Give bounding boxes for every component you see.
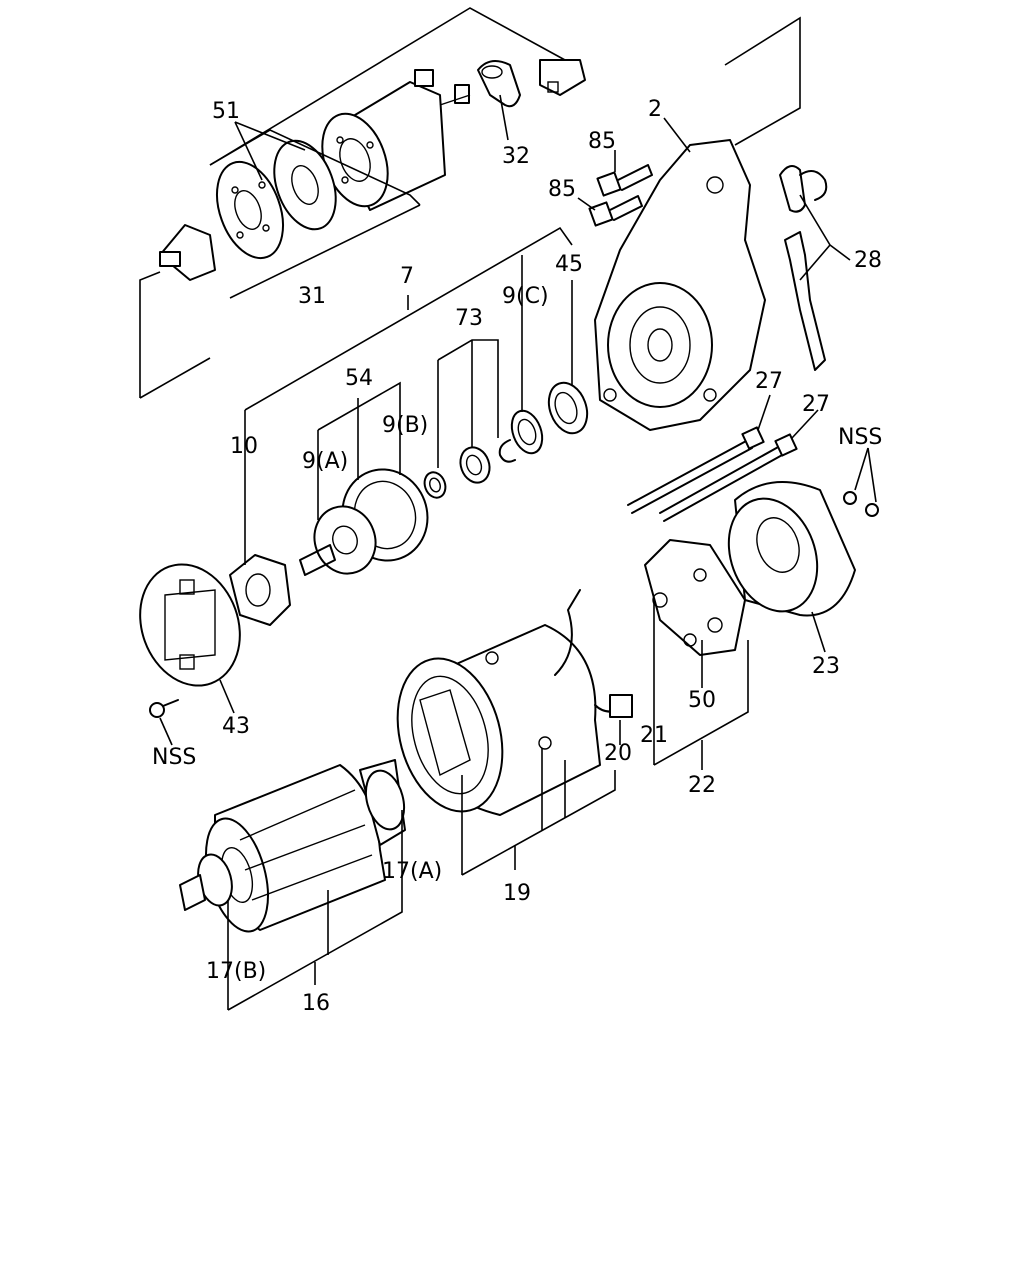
pinion-gear-part — [229, 554, 291, 626]
callout-labels: 51 32 2 85 85 28 31 7 45 9(C) 73 54 27 2… — [152, 97, 882, 1016]
thrust-washer-c-part — [510, 409, 544, 455]
plunger-part — [159, 224, 216, 281]
snap-ring-part — [498, 439, 516, 463]
drive-end-housing-part — [594, 139, 766, 431]
label-19: 19 — [503, 881, 531, 906]
solenoid-gasket-plate-part — [273, 139, 337, 231]
label-7: 7 — [400, 264, 414, 289]
armature-bearing-rear-part — [179, 853, 233, 911]
label-21: 21 — [640, 723, 668, 748]
label-2: 2 — [648, 97, 662, 122]
overrunning-clutch-part — [299, 468, 429, 576]
label-50: 50 — [688, 688, 716, 713]
shift-lever-part — [779, 165, 828, 371]
rear-cover-part — [727, 481, 856, 617]
label-28: 28 — [854, 248, 882, 273]
label-43: 43 — [222, 714, 250, 739]
solenoid-end-plate-part — [216, 160, 284, 260]
label-31: 31 — [298, 284, 326, 309]
label-85-upper: 85 — [588, 129, 616, 154]
pinion-stop-part — [459, 446, 491, 484]
mounting-bolt-upper-part — [596, 164, 653, 197]
label-85-lower: 85 — [548, 177, 576, 202]
label-54: 54 — [345, 366, 373, 391]
label-10: 10 — [230, 434, 258, 459]
label-27-left: 27 — [755, 369, 783, 394]
label-9a: 9(A) — [302, 449, 348, 474]
label-nss-left: NSS — [152, 745, 196, 770]
screw-nss-left-part — [149, 699, 179, 718]
screw-nss-right-part — [843, 491, 879, 517]
through-bolt-upper-part — [627, 426, 765, 514]
leader-lines — [139, 7, 877, 1011]
lead-wire-terminal-part — [594, 694, 633, 718]
label-9c: 9(C) — [502, 284, 549, 309]
brush-holder-part — [644, 539, 746, 656]
mounting-bolt-lower-part — [588, 195, 643, 227]
stop-ring-part — [547, 381, 589, 435]
center-bracket-part — [139, 563, 241, 687]
label-23: 23 — [812, 654, 840, 679]
label-73: 73 — [455, 306, 483, 331]
connector-cap-part — [539, 59, 586, 96]
through-bolt-lower-part — [659, 433, 798, 522]
label-9b: 9(B) — [382, 413, 428, 438]
armature-bearing-front-part — [364, 769, 406, 831]
label-51: 51 — [212, 99, 240, 124]
label-22: 22 — [688, 773, 716, 798]
yoke-field-coil-part — [396, 589, 601, 816]
label-32: 32 — [502, 144, 530, 169]
label-17a: 17(A) — [382, 859, 442, 884]
label-20: 20 — [604, 741, 632, 766]
spring-part — [423, 471, 447, 499]
label-45: 45 — [555, 252, 583, 277]
boot-part — [477, 60, 521, 108]
label-17b: 17(B) — [206, 959, 266, 984]
label-nss-right: NSS — [838, 425, 882, 450]
label-16: 16 — [302, 991, 330, 1016]
label-27-right: 27 — [802, 392, 830, 417]
solenoid-switch-part — [321, 69, 471, 211]
